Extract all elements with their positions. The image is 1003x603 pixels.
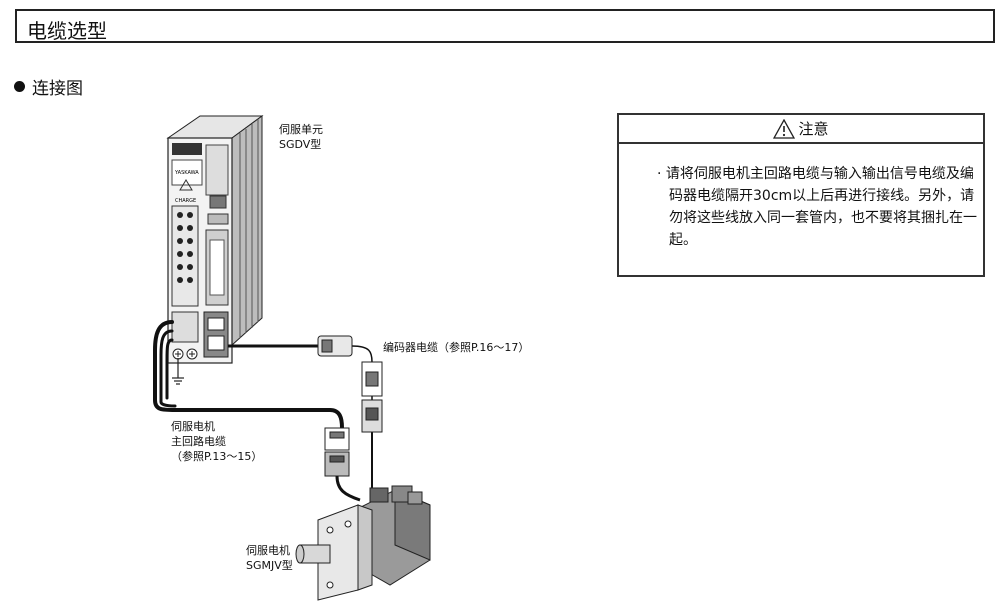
warning-triangle-icon	[773, 118, 796, 139]
main-circuit-cable-line	[153, 320, 344, 430]
servo-motor-illustration	[295, 485, 431, 601]
section-title: 连接图	[32, 79, 83, 99]
servo-unit-illustration: YASKAWA CHARGE	[166, 115, 264, 364]
section-heading: 连接图	[14, 74, 83, 99]
main-cable-line3: （参照P.13～15）	[171, 450, 263, 463]
encoder-cable-line	[228, 344, 373, 490]
servo-unit-model: SGDV型	[279, 138, 322, 151]
svg-text:CHARGE: CHARGE	[175, 198, 196, 204]
page-title: 电缆选型	[27, 19, 107, 43]
caution-header: 注意	[619, 115, 983, 144]
servo-unit-label: 伺服单元 SGDV型	[279, 122, 323, 152]
bullet-dot-icon	[14, 81, 25, 92]
servo-motor-label: 伺服电机 SGMJV型	[246, 543, 293, 573]
caution-box: 注意 · 请将伺服电机主回路电缆与输入输出信号电缆及编码器电缆隔开30cm以上后…	[617, 113, 985, 277]
servo-motor-name: 伺服电机	[246, 544, 290, 557]
caution-text: · 请将伺服电机主回路电缆与输入输出信号电缆及编码器电缆隔开30cm以上后再进行…	[657, 163, 979, 251]
encoder-cable-connector	[317, 335, 383, 433]
main-cable-line2: 主回路电缆	[171, 435, 226, 448]
page-title-box: 电缆选型	[15, 9, 995, 43]
encoder-cable-label: 编码器电缆（参照P.16～17）	[383, 341, 530, 354]
main-cable-connector	[324, 427, 361, 502]
ground-icon	[172, 358, 184, 385]
servo-unit-name: 伺服单元	[279, 123, 323, 136]
caution-title: 注意	[798, 120, 829, 138]
main-cable-line1: 伺服电机	[171, 420, 215, 433]
caution-bullet: ·	[657, 166, 662, 182]
svg-text:YASKAWA: YASKAWA	[174, 170, 199, 176]
servo-motor-model: SGMJV型	[246, 559, 293, 572]
main-cable-label: 伺服电机 主回路电缆 （参照P.13～15）	[171, 419, 262, 464]
caution-message: 请将伺服电机主回路电缆与输入输出信号电缆及编码器电缆隔开30cm以上后再进行接线…	[665, 166, 977, 248]
